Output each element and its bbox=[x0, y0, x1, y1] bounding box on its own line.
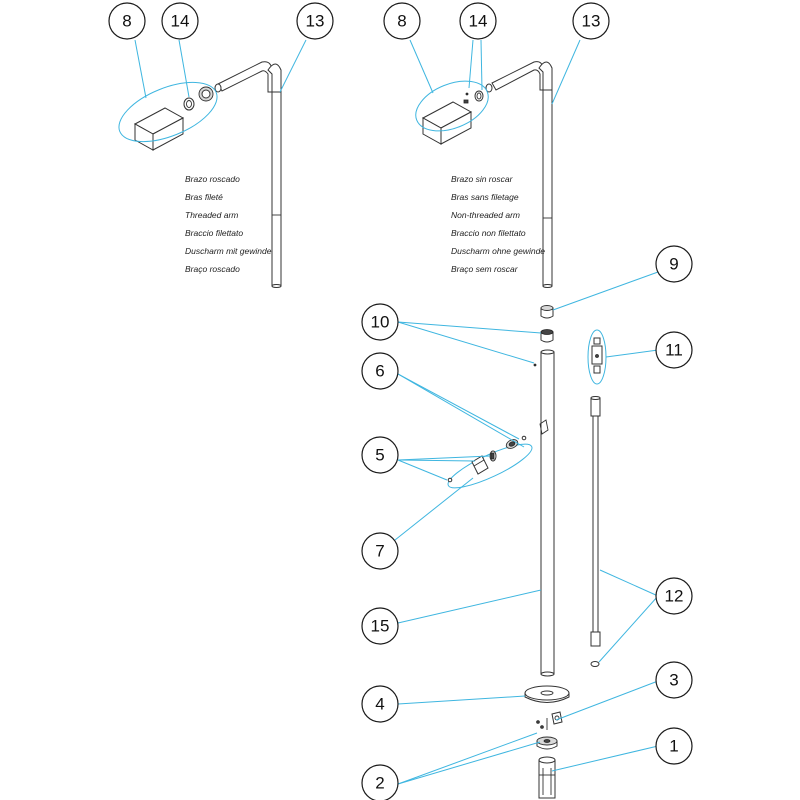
main-column-bottom bbox=[540, 671, 555, 677]
base-flange bbox=[524, 685, 570, 703]
cartridge-top bbox=[593, 337, 601, 345]
valve-parts-highlight-ellipse bbox=[447, 443, 533, 489]
valve-small-ring bbox=[521, 435, 527, 441]
threaded-arm-highlight-ellipse bbox=[118, 81, 218, 143]
svg-text:7: 7 bbox=[375, 542, 384, 561]
base-ring bbox=[536, 736, 558, 750]
non-threaded-arm-label-fr: Bras sans filetage bbox=[451, 192, 519, 202]
non-threaded-arm-bend bbox=[491, 61, 544, 91]
threaded-arm-bend bbox=[217, 61, 273, 93]
top-fitting bbox=[540, 329, 554, 343]
non-threaded-arm-shower-head bbox=[421, 99, 473, 145]
non-threaded-arm-assembly bbox=[415, 61, 553, 288]
non-threaded-arm-highlight-ellipse bbox=[415, 80, 489, 132]
threaded-arm-thread-end bbox=[214, 83, 222, 93]
hose-washer bbox=[590, 661, 600, 667]
threaded-arm-assembly bbox=[118, 61, 282, 288]
svg-text:4: 4 bbox=[375, 695, 384, 714]
non-threaded-arm-label-it: Braccio non filettato bbox=[451, 228, 526, 238]
non-threaded-arm-vertical-pipe bbox=[542, 87, 553, 287]
svg-text:12: 12 bbox=[665, 587, 684, 606]
column-side-hole bbox=[539, 419, 549, 435]
non-threaded-arm-end bbox=[485, 83, 493, 93]
threaded-arm-label-en: Threaded arm bbox=[185, 210, 239, 220]
threaded-arm-label-es: Brazo roscado bbox=[185, 174, 240, 184]
callout-5: 5 bbox=[361, 436, 399, 474]
non-threaded-arm-label-es: Brazo sin roscar bbox=[451, 174, 513, 184]
valve-bottom-ring bbox=[447, 477, 453, 483]
svg-text:11: 11 bbox=[665, 341, 683, 360]
cartridge-bottom bbox=[593, 365, 601, 374]
svg-text:9: 9 bbox=[669, 255, 678, 274]
svg-text:8: 8 bbox=[397, 12, 406, 31]
callout-7: 7 bbox=[361, 532, 399, 570]
threaded-arm-pipe-end bbox=[271, 284, 282, 288]
svg-text:5: 5 bbox=[375, 446, 384, 465]
hose-tube bbox=[592, 415, 599, 633]
non-threaded-arm-label-pt: Braço sem roscar bbox=[451, 264, 518, 274]
callout-3: 3 bbox=[655, 661, 693, 699]
callout-14-left: 14 bbox=[161, 2, 199, 40]
non-threaded-arm-label-en: Non-threaded arm bbox=[451, 210, 520, 220]
non-threaded-arm-pipe-end bbox=[542, 284, 553, 288]
callout-11: 11 bbox=[655, 331, 693, 369]
threaded-arm-nut bbox=[198, 86, 214, 102]
callout-10: 10 bbox=[361, 303, 399, 341]
main-column bbox=[533, 305, 555, 677]
threaded-arm-shower-head bbox=[133, 107, 185, 151]
callout-2: 2 bbox=[361, 764, 399, 800]
hose-bottom-nut bbox=[590, 631, 601, 647]
svg-text:10: 10 bbox=[371, 313, 390, 332]
leader-lines bbox=[134, 39, 659, 785]
callout-1: 1 bbox=[655, 727, 693, 765]
svg-text:14: 14 bbox=[171, 12, 190, 31]
valve-parts-group bbox=[447, 435, 533, 489]
callout-4: 4 bbox=[361, 685, 399, 723]
callout-9: 9 bbox=[655, 245, 693, 283]
threaded-arm-vertical-pipe bbox=[271, 89, 282, 287]
callout-8-right: 8 bbox=[383, 2, 421, 40]
callout-6: 6 bbox=[361, 352, 399, 390]
non-threaded-arm-screw bbox=[465, 92, 469, 96]
callout-8-left: 8 bbox=[108, 2, 146, 40]
callout-15: 15 bbox=[361, 607, 399, 645]
flexible-hose bbox=[590, 396, 601, 667]
svg-text:8: 8 bbox=[122, 12, 131, 31]
callout-12: 12 bbox=[655, 577, 693, 615]
small-screw bbox=[533, 363, 537, 367]
svg-text:14: 14 bbox=[469, 12, 488, 31]
hose-top-nut bbox=[590, 397, 601, 417]
threaded-arm-label-pt: Braço roscado bbox=[185, 264, 240, 274]
svg-text:6: 6 bbox=[375, 362, 384, 381]
non-threaded-arm-elbow bbox=[538, 61, 553, 91]
valve-body bbox=[471, 455, 489, 475]
threaded-arm-elbow bbox=[267, 63, 282, 93]
threaded-arm-label-de: Duscharm mit gewinde bbox=[185, 246, 272, 256]
svg-text:13: 13 bbox=[306, 12, 325, 31]
cartridge-assembly bbox=[587, 329, 607, 385]
svg-text:15: 15 bbox=[371, 617, 390, 636]
main-column-top bbox=[540, 349, 555, 355]
threaded-arm-label-it: Braccio filettato bbox=[185, 228, 244, 238]
svg-text:2: 2 bbox=[375, 774, 384, 793]
svg-text:1: 1 bbox=[669, 737, 678, 756]
top-nut bbox=[540, 305, 554, 319]
callout-14-right: 14 bbox=[459, 2, 497, 40]
non-threaded-arm-label-de: Duscharm ohne gewinde bbox=[451, 246, 546, 256]
valve-spindle bbox=[489, 450, 497, 462]
svg-text:3: 3 bbox=[669, 671, 678, 690]
ground-anchor bbox=[538, 756, 556, 799]
fixing-clip bbox=[551, 711, 563, 725]
cartridge-screw bbox=[595, 354, 599, 358]
threaded-arm-label-fr: Bras fileté bbox=[185, 192, 223, 202]
non-threaded-arm-collar bbox=[474, 90, 484, 102]
svg-text:13: 13 bbox=[582, 12, 601, 31]
callout-13-right: 13 bbox=[572, 2, 610, 40]
fixing-screws bbox=[536, 718, 548, 730]
hose-top-nut-face bbox=[590, 396, 601, 400]
main-column-tube bbox=[540, 351, 555, 675]
callout-13-left: 13 bbox=[296, 2, 334, 40]
threaded-arm-washer bbox=[183, 97, 195, 111]
